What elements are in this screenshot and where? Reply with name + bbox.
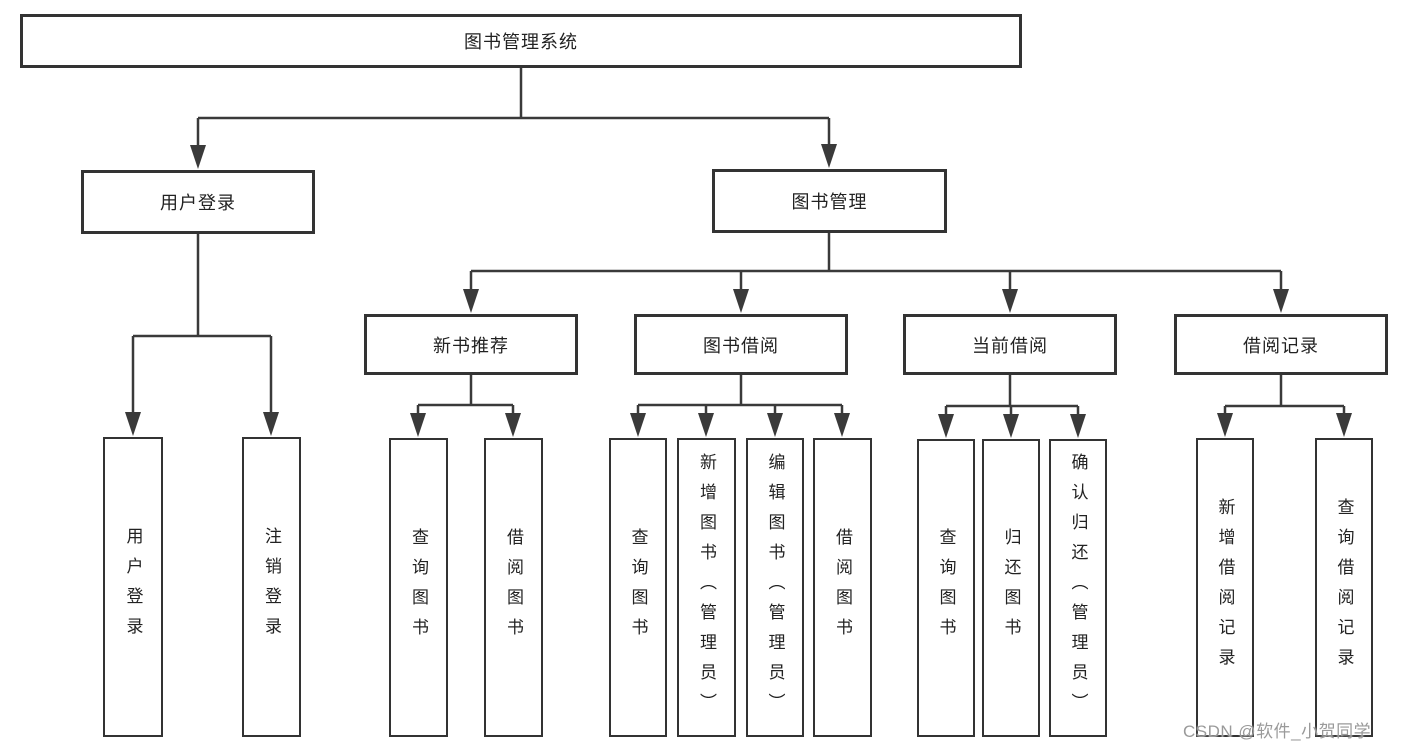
leaf-current-query-books-label: 查询图书 <box>936 528 956 648</box>
leaf-newbooks-borrow-books-label: 借阅图书 <box>504 527 523 648</box>
leaf-borrow-edit-books-admin-label: 编辑图书（管理员） <box>765 452 785 723</box>
node-book-borrow: 图书借阅 <box>634 314 848 375</box>
leaf-borrow-add-books-admin-label: 新增图书（管理员） <box>697 452 716 723</box>
node-new-book-recommend: 新书推荐 <box>364 314 578 375</box>
leaf-borrow-borrow-books: 借阅图书 <box>813 438 872 737</box>
root-node-library-system: 图书管理系统 <box>20 14 1022 68</box>
leaf-records-query-record-label: 查询借阅记录 <box>1334 497 1354 678</box>
leaf-current-return-books-label: 归还图书 <box>1001 528 1021 648</box>
leaf-logout: 注销登录 <box>242 437 301 737</box>
leaf-logout-label: 注销登录 <box>262 527 281 647</box>
leaf-records-add-record: 新增借阅记录 <box>1196 438 1254 737</box>
leaf-newbooks-query-books: 查询图书 <box>389 438 448 737</box>
leaf-records-query-record: 查询借阅记录 <box>1315 438 1373 737</box>
leaf-borrow-query-books-label: 查询图书 <box>628 527 648 648</box>
leaf-current-query-books: 查询图书 <box>917 439 975 737</box>
leaf-user-login-label: 用户登录 <box>123 527 143 647</box>
node-borrow-records: 借阅记录 <box>1174 314 1388 375</box>
leaf-current-confirm-return-admin-label: 确认归还（管理员） <box>1068 453 1088 723</box>
node-current-borrow: 当前借阅 <box>903 314 1117 375</box>
leaf-borrow-edit-books-admin: 编辑图书（管理员） <box>746 438 804 737</box>
watermark: CSDN @软件_小贺同学 <box>1183 722 1372 741</box>
leaf-borrow-query-books: 查询图书 <box>609 438 667 737</box>
leaf-current-return-books: 归还图书 <box>982 439 1040 737</box>
leaf-borrow-borrow-books-label: 借阅图书 <box>833 527 852 648</box>
leaf-current-confirm-return-admin: 确认归还（管理员） <box>1049 439 1107 737</box>
leaf-newbooks-borrow-books: 借阅图书 <box>484 438 543 737</box>
leaf-borrow-add-books-admin: 新增图书（管理员） <box>677 438 736 737</box>
leaf-records-add-record-label: 新增借阅记录 <box>1215 497 1235 678</box>
leaf-user-login: 用户登录 <box>103 437 163 737</box>
node-book-management: 图书管理 <box>712 169 947 233</box>
node-user-login: 用户登录 <box>81 170 315 234</box>
leaf-newbooks-query-books-label: 查询图书 <box>409 527 428 648</box>
